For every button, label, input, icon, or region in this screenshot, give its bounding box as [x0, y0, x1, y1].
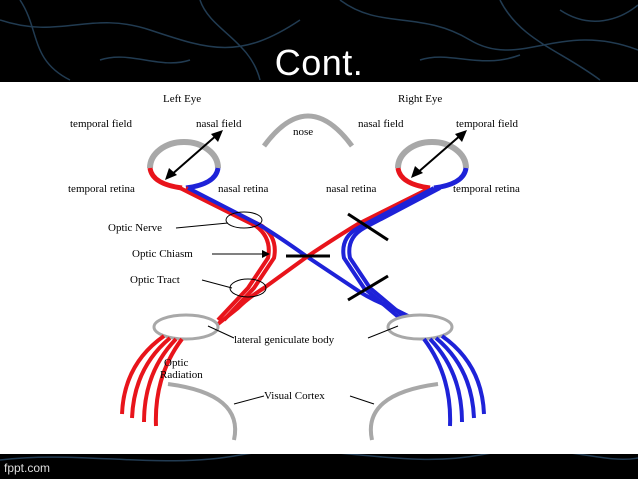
right-radiation-1 — [440, 334, 486, 415]
right-temporal-field-label: temporal field — [456, 118, 519, 130]
lgb-leader-right — [367, 325, 399, 339]
left-visual-cortex — [167, 382, 238, 441]
visual-cortex-leader-right — [349, 395, 375, 405]
left-radiation-2 — [130, 336, 172, 419]
nerve-cut-mark — [347, 212, 389, 242]
right-eye-label: Right Eye — [398, 93, 442, 105]
nose-shape — [261, 113, 355, 148]
lgb-label: lateral geniculate body — [234, 334, 335, 346]
tract-cut-mark — [347, 274, 389, 302]
right-arrow-head-top — [455, 130, 467, 142]
content-panel — [0, 82, 638, 454]
right-nasal-red-cross — [216, 186, 431, 326]
optic-nerve-circle — [225, 211, 263, 229]
left-arrow-head-top — [211, 130, 223, 142]
left-eye-arc — [147, 139, 221, 169]
footer-brand: fppt.com — [4, 461, 51, 475]
optic-tract-circle — [229, 278, 267, 298]
visual-cortex-leader-left — [233, 395, 265, 405]
left-radiation-1 — [120, 334, 166, 415]
left-temporal-field-label: temporal field — [70, 118, 133, 130]
left-retina-red — [147, 167, 183, 191]
left-eye-label: Left Eye — [163, 93, 201, 105]
optic-tract-label: Optic Tract — [130, 274, 180, 286]
right-radiation-3 — [428, 337, 464, 423]
visual-pathway-diagram: Left Eye Right Eye nose temporal field n… — [68, 93, 520, 441]
left-eye-arrow — [169, 133, 219, 177]
right-lgb — [386, 313, 454, 341]
right-eye-arc — [395, 139, 469, 169]
right-temporal-retina-label: temporal retina — [453, 183, 520, 195]
right-arrow-head-bottom — [411, 166, 423, 178]
left-temporal-red-path — [179, 186, 271, 322]
left-radiation-3 — [142, 337, 178, 423]
optic-nerve-leader — [175, 222, 229, 229]
right-temporal-blue-path-2 — [347, 186, 441, 322]
visual-cortex-label: Visual Cortex — [264, 390, 325, 402]
nose-label: nose — [293, 126, 313, 138]
optic-radiation-label-2: Radiation — [160, 369, 203, 381]
right-visual-cortex — [368, 382, 439, 441]
right-eye-arrow — [415, 133, 463, 175]
optic-chiasm-label: Optic Chiasm — [132, 248, 193, 260]
left-retina-blue — [185, 167, 221, 191]
right-radiation-2 — [434, 336, 476, 419]
right-temporal-blue-path — [341, 186, 435, 322]
left-arrow-head-bottom — [165, 168, 177, 180]
right-nasal-retina-label: nasal retina — [326, 183, 377, 195]
optic-chiasm-arrowhead — [262, 250, 270, 258]
slide-title: Cont. — [274, 42, 364, 83]
left-nasal-retina-label: nasal retina — [218, 183, 269, 195]
right-nasal-field-label: nasal field — [358, 118, 404, 130]
left-temporal-retina-label: temporal retina — [68, 183, 135, 195]
optic-nerve-label: Optic Nerve — [108, 222, 162, 234]
lgb-leader-left — [207, 325, 235, 339]
left-lgb — [152, 313, 220, 341]
right-retina-red — [395, 167, 431, 191]
optic-radiation-label-1: Optic — [164, 357, 189, 369]
optic-tract-leader — [201, 279, 233, 289]
right-radiation-4 — [422, 337, 453, 427]
left-nasal-field-label: nasal field — [196, 118, 242, 130]
left-radiation-4 — [153, 337, 184, 427]
